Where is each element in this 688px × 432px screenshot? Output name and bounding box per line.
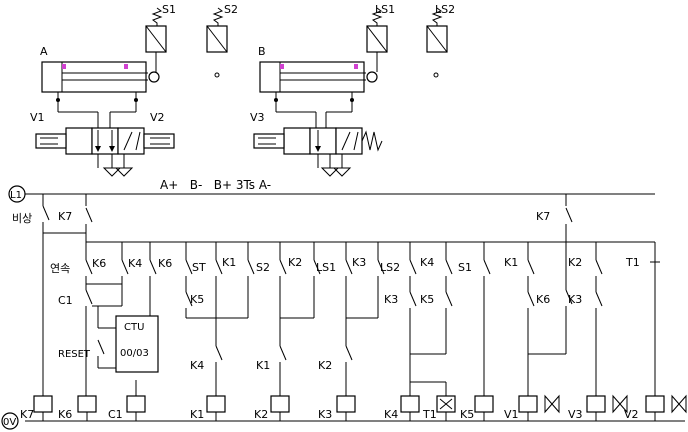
contact-s2: S2: [256, 261, 270, 274]
contact-k4-a: K4: [128, 257, 142, 270]
contact-k2-a: K2: [288, 256, 302, 269]
contact-k1-c: K1: [504, 256, 518, 269]
valve-v3: [253, 100, 383, 177]
coil-label-v2: V2: [624, 408, 639, 421]
contact-c1: C1: [58, 294, 73, 307]
contact-ls2: LS2: [380, 261, 400, 274]
coil-label-v1: V1: [504, 408, 519, 421]
coil-label-k5: K5: [460, 408, 474, 421]
counter-title: CTU: [124, 322, 144, 333]
coil-v3: [586, 395, 606, 413]
contact-t1: T1: [625, 256, 640, 269]
lower-wiring: [42, 242, 603, 412]
valve-v2-label: V2: [150, 111, 165, 124]
contact-k6-a: K6: [92, 257, 106, 270]
coil-k5: [474, 395, 494, 413]
contact-reset: RESET: [58, 349, 91, 360]
contact-k2-b: K2: [318, 359, 332, 372]
contact-st: ST: [192, 261, 206, 274]
rail-l1-circle: [8, 185, 26, 203]
contact-k1-a: K1: [222, 256, 236, 269]
coil-k7: [33, 395, 53, 413]
cylinder-a-label: A: [40, 45, 48, 58]
contact-s1: S1: [458, 261, 472, 274]
valve-v1-v2: [35, 100, 175, 177]
rung-top-wiring: [42, 194, 655, 396]
contact-k1-b: K1: [256, 359, 270, 372]
coil-label-k2: K2: [254, 408, 268, 421]
coil-label-k7: K7: [20, 408, 34, 421]
coil-c1: [126, 395, 146, 413]
coil-k4: [400, 395, 420, 413]
rail-0v-label: 0V: [3, 417, 16, 428]
emergency-label: 비상: [12, 212, 32, 225]
contact-k4-c: K4: [420, 256, 434, 269]
coil-label-c1: C1: [108, 408, 123, 421]
valve-v1-label: V1: [30, 111, 45, 124]
cylinder-a: [41, 61, 160, 102]
continuous-label: 연속: [50, 262, 70, 275]
coil-v1: [518, 395, 538, 413]
switch-s2-symbol: [206, 7, 228, 78]
coil-label-k4: K4: [384, 408, 398, 421]
cylinder-b: [259, 61, 378, 102]
contact-k5-b: K5: [420, 293, 434, 306]
valve-v3-label: V3: [250, 111, 265, 124]
contact-k4-b: K4: [190, 359, 204, 372]
switch-s1-symbol: [145, 7, 167, 72]
switch-ls2-symbol: [426, 7, 448, 78]
contact-k6-c: K6: [536, 293, 550, 306]
coil-label-v3: V3: [568, 408, 583, 421]
switch-ls2-label: LS2: [435, 3, 455, 16]
switch-s2-label: S2: [224, 3, 238, 16]
rung-risers: [85, 242, 656, 260]
contact-k3-b: K3: [384, 293, 398, 306]
sequence-label: A+ B- B+ 3Ts A-: [160, 178, 271, 192]
coil-k3: [336, 395, 356, 413]
contact-ls1: LS1: [316, 261, 336, 274]
coil-label-k6: K6: [58, 408, 72, 421]
counter-value: 00/03: [120, 348, 149, 359]
coil-labels: K7 K6 C1 K1 K2 K3 K4 T1 K5 V1 V3 V2: [20, 408, 639, 421]
k7-right-label: K7: [536, 210, 550, 223]
contact-k3-a: K3: [352, 256, 366, 269]
coil-k2: [270, 395, 290, 413]
coil-label-k3: K3: [318, 408, 332, 421]
coil-label-t1: T1: [422, 408, 437, 421]
contact-k5-a: K5: [190, 293, 204, 306]
contact-k6-b: K6: [158, 257, 172, 270]
coil-row: [33, 394, 687, 421]
k7-left-label: K7: [58, 210, 72, 223]
contact-labels: 연속 K6 C1 RESET K4 K6 ST K1 K5 K4 S2 K2 K…: [50, 256, 640, 372]
coil-label-k1: K1: [190, 408, 204, 421]
coil-v2: [645, 395, 665, 413]
counter-ctu: [115, 315, 159, 373]
rail-0v-circle: [1, 412, 19, 430]
contact-k2-c: K2: [568, 256, 582, 269]
coil-k1: [206, 395, 226, 413]
switch-ls1-label: LS1: [375, 3, 395, 16]
switch-ls1-symbol: [366, 7, 388, 72]
cylinder-b-label: B: [258, 45, 266, 58]
contact-switches: [85, 259, 660, 396]
coil-k6: [77, 395, 97, 413]
switch-s1-label: S1: [162, 3, 176, 16]
rail-l1-label: L1: [10, 190, 22, 201]
contact-k3-c: K3: [568, 293, 582, 306]
